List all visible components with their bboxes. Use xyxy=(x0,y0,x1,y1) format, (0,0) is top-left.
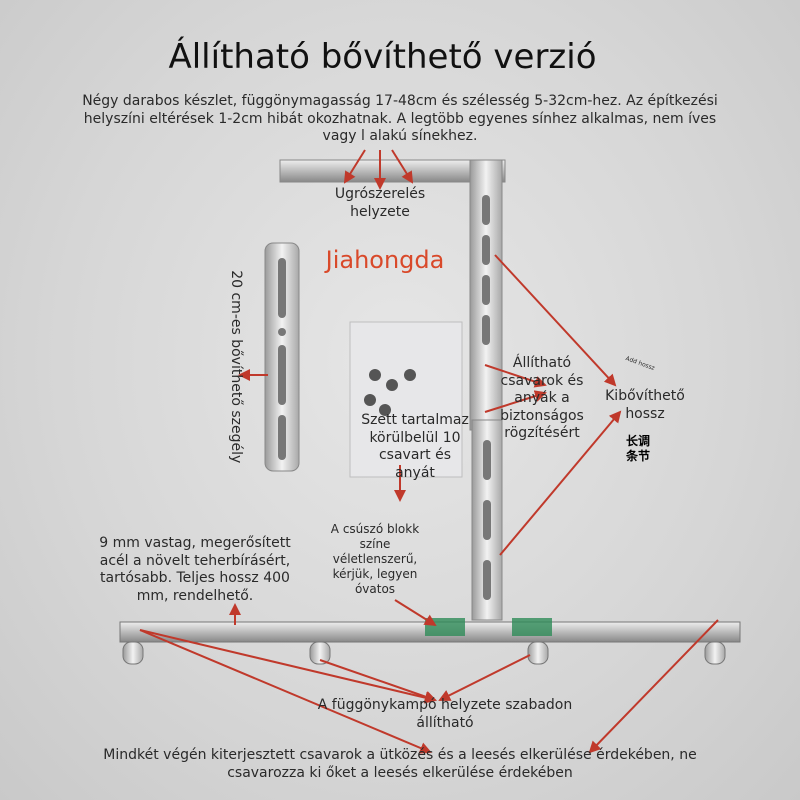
label-extension-edge: 20 cm-es bővíthető szegély xyxy=(227,270,244,464)
intro-text: Négy darabos készlet, függönymagasság 17… xyxy=(82,93,718,144)
slider-block xyxy=(512,618,552,636)
label-extendable-length: Kibővíthető hossz xyxy=(605,388,685,422)
annotation-arrows xyxy=(139,149,719,754)
label-screws-nuts: Állítható csavarok és anyák a biztonságo… xyxy=(500,355,584,441)
extension-strip xyxy=(264,242,300,472)
label-extendable-cn: 长调条节 xyxy=(625,434,650,463)
label-slider-color: A csúszó blokk színe véletlenszerű, kérj… xyxy=(330,522,420,596)
label-kit-contents: Szett tartalmaz körülbelül 10 csavart és… xyxy=(361,412,469,481)
horizontal-rail xyxy=(119,618,741,665)
page-title: Állítható bővíthető verzió xyxy=(168,37,597,77)
l-bracket xyxy=(279,159,506,431)
label-hook-position: A függönykampó helyzete szabadon állítha… xyxy=(317,697,573,731)
label-steel: 9 mm vastag, megerősített acél a növelt … xyxy=(99,535,291,604)
slider-block xyxy=(425,618,465,636)
label-jump-position: Ugrószerelés helyzete xyxy=(334,186,426,220)
vertical-arm xyxy=(471,419,503,621)
screw-bag xyxy=(349,321,463,478)
label-end-screws: Mindkét végén kiterjesztett csavarok a ü… xyxy=(103,747,697,781)
brand-label: Jiahongda xyxy=(325,246,445,274)
